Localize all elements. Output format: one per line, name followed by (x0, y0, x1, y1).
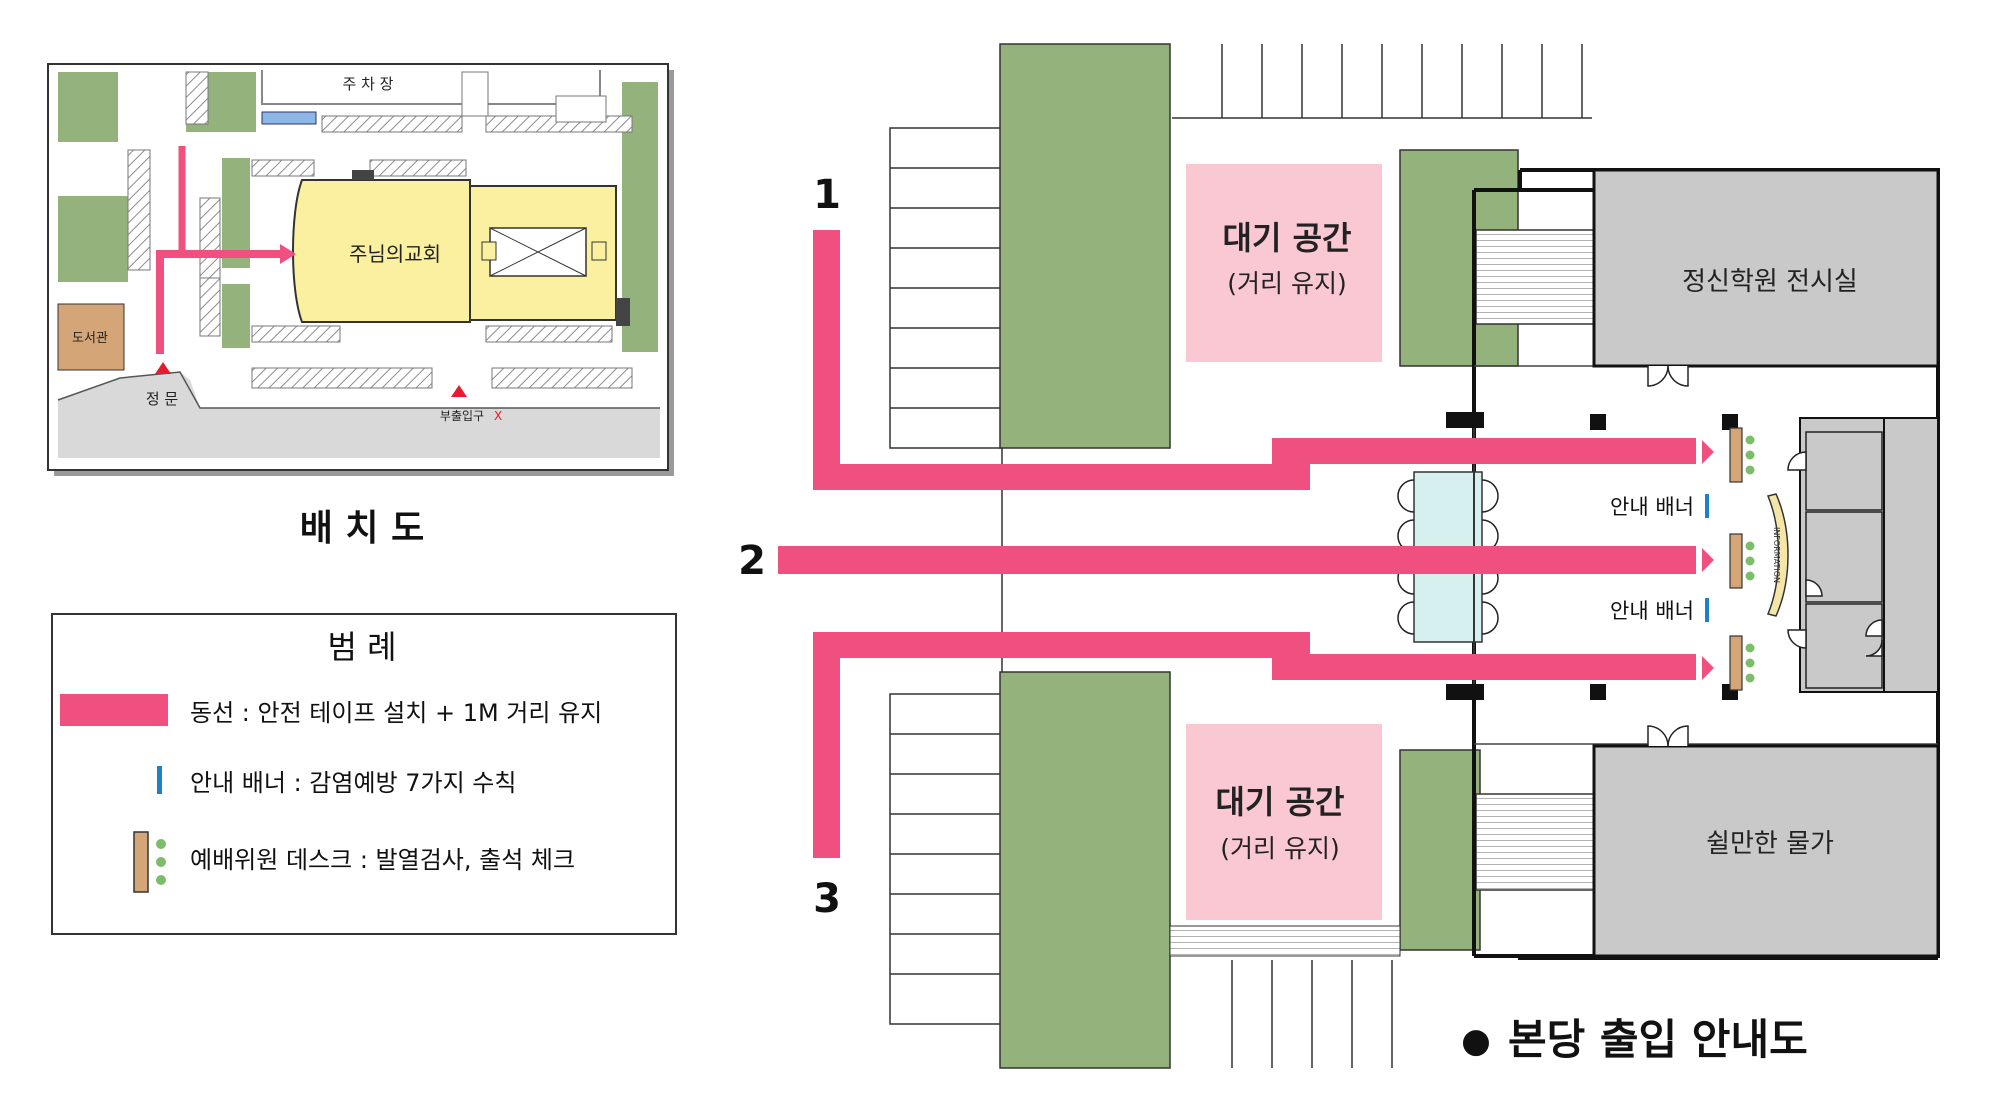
pool (261, 111, 317, 125)
floor-plan-caption: 본당 출입 안내도 (1508, 1015, 1808, 1064)
church-label: 주님의교회 (349, 242, 441, 266)
side-exit-marker (451, 385, 467, 397)
guide-banner-2 (1705, 598, 1709, 622)
legend-banner-text: 안내 배너 : 감염예방 7가지 수칙 (190, 769, 516, 797)
legend-banner-swatch (157, 766, 162, 794)
stairs-bottom-strip (1169, 925, 1401, 957)
side-room-a (1805, 431, 1883, 511)
entry-doors (1787, 451, 1883, 657)
guide-banner-2-label: 안내 배너 (1610, 599, 1694, 623)
side-exit-x: X (494, 409, 502, 423)
grass-block (58, 72, 118, 142)
guide-banner-1-label: 안내 배너 (1610, 495, 1694, 519)
site-route-arrowhead (280, 244, 296, 264)
main-gate-marker (155, 362, 171, 374)
shop-label: 쉴만한 물가 (1706, 829, 1834, 859)
waiting-area-top-title: 대기 공간 (1223, 219, 1352, 257)
usher-desk-2 (1729, 533, 1755, 589)
site-plan: 주 차 장 주님의교회 도서관 정 문 부출입구 X 배 치 도 (47, 63, 674, 549)
church-entrance-mark (352, 170, 374, 180)
waiting-area-top (1186, 164, 1382, 362)
route-number-2: 2 (738, 538, 766, 584)
road-edge (57, 371, 660, 409)
waiting-area-bottom (1186, 724, 1382, 920)
route-2 (778, 546, 1696, 574)
waiting-area-bottom-title: 대기 공간 (1216, 783, 1345, 821)
parking-grid-lower (889, 693, 1003, 1025)
grass-block (222, 158, 250, 268)
stairs-upper (1475, 229, 1595, 325)
floor-plan: 대기 공간 (거리 유지) 대기 공간 (거리 유지) 정신학원 전시실 쉴만한… (738, 43, 1940, 1069)
grass-strip-lower (999, 671, 1171, 1069)
site-plan-caption: 배 치 도 (300, 508, 424, 549)
parking-lot-outline (261, 70, 601, 105)
grass-block (58, 196, 128, 282)
parking-stalls (485, 325, 613, 343)
route-lines (778, 230, 1696, 858)
side-room-c (1805, 603, 1883, 689)
usher-desk-1 (1729, 427, 1755, 483)
information-label: INFORMATION (1772, 527, 1781, 583)
shop (1592, 744, 1940, 958)
parking-stalls (321, 115, 463, 133)
parking-stalls (199, 277, 221, 337)
legend: 범 례 동선 : 안전 테이프 설치 + 1M 거리 유지 안내 배너 : 감염… (51, 613, 677, 935)
parking-label: 주 차 장 (343, 75, 394, 93)
parking-stalls (491, 367, 633, 389)
guide-banner-1 (1705, 494, 1709, 518)
parking-building (555, 95, 607, 123)
parking-stalls (251, 325, 341, 343)
parking-stalls (251, 159, 315, 177)
door-shop (1647, 725, 1689, 747)
grass-plot-lower (1399, 749, 1481, 951)
floor-plan-caption-bullet: ● (1461, 1021, 1491, 1061)
parking-stripes-top (1172, 44, 1592, 119)
annex-stair (591, 241, 607, 261)
library-label: 도서관 (72, 331, 108, 346)
information-desk (1766, 493, 1789, 617)
usher-desk-3 (1729, 635, 1755, 691)
route-arrowheads (1702, 440, 1714, 680)
road (58, 372, 660, 458)
door-exhibition (1647, 365, 1689, 387)
exhibition-room (1592, 168, 1940, 368)
annex-stair (481, 241, 497, 261)
parking-stalls (369, 159, 467, 177)
side-room-column (1883, 417, 1939, 693)
parking-stalls (185, 71, 209, 125)
parking-stalls (251, 367, 433, 389)
parking-stalls (127, 149, 151, 271)
service-block (616, 298, 630, 326)
legend-route-text: 동선 : 안전 테이프 설치 + 1M 거리 유지 (190, 699, 602, 727)
parking-stripes-bottom (1231, 960, 1393, 1068)
side-exit-label: 부출입구 (440, 409, 484, 423)
main-gate-label: 정 문 (146, 390, 179, 408)
parking-booth (461, 71, 489, 117)
grass-block (222, 284, 250, 348)
site-route-line (156, 250, 282, 354)
legend-title: 범 례 (327, 628, 396, 666)
legend-route-swatch (60, 694, 168, 726)
stairs-lower (1475, 793, 1595, 891)
route-1 (813, 230, 1696, 490)
waiting-area-top-subtitle: (거리 유지) (1227, 269, 1346, 298)
parking-stalls (199, 197, 221, 289)
legend-desk-swatch (133, 831, 149, 893)
exhibition-room-label: 정신학원 전시실 (1682, 267, 1858, 297)
legend-frame (51, 613, 677, 935)
library (57, 303, 125, 371)
legend-desk-text: 예배위원 데스크 : 발열검사, 출석 체크 (190, 846, 575, 874)
waiting-area-bottom-subtitle: (거리 유지) (1220, 834, 1339, 863)
pillars (1446, 412, 1738, 700)
route-number-3: 3 (813, 876, 841, 922)
route-3 (813, 632, 1696, 858)
route-number-1: 1 (813, 172, 841, 218)
grass-strip-upper (999, 43, 1171, 449)
parking-grid-upper (889, 127, 1003, 449)
